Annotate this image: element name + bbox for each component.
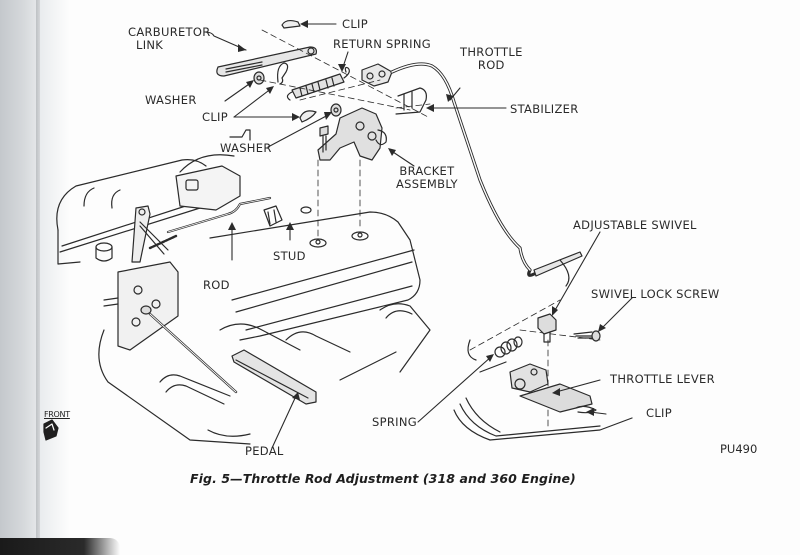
label-spring: SPRING	[372, 415, 417, 429]
page-gutter	[0, 0, 40, 555]
figure-id: PU490	[720, 442, 758, 456]
label-swivel-lock-screw: SWIVEL LOCK SCREW	[591, 287, 720, 301]
clip-mid-part	[299, 110, 317, 123]
label-line: ROD	[477, 58, 505, 72]
label-clip-top: CLIP	[342, 17, 368, 31]
engine-drawing	[56, 154, 431, 445]
label-return-spring: RETURN SPRING	[333, 37, 431, 51]
label-line: ASSEMBLY	[396, 177, 458, 191]
carburetor-link-part	[216, 46, 317, 77]
label-line: BRACKET	[399, 164, 455, 178]
front-arrow-icon	[43, 419, 59, 441]
swivel-lock-screw-part	[573, 330, 601, 342]
washer-upper-part	[253, 71, 265, 85]
label-throttle-lever: THROTTLE LEVER	[610, 372, 715, 386]
stabilizer-part	[395, 87, 427, 115]
front-label: FRONT	[44, 410, 70, 419]
bleed-through-text	[44, 10, 104, 210]
washer-l-bracket	[229, 129, 251, 141]
label-carburetor-link: CARBURETOR LINK	[128, 26, 211, 52]
label-pedal: PEDAL	[245, 444, 284, 458]
label-stud: STUD	[273, 249, 306, 263]
label-rod: ROD	[203, 278, 230, 292]
scan-edge-shadow	[0, 538, 120, 555]
throttle-lever-part	[509, 363, 597, 414]
label-stabilizer: STABILIZER	[510, 102, 579, 116]
label-throttle-rod: THROTTLE ROD	[460, 46, 523, 72]
assembly-guide-lines	[259, 29, 601, 431]
bracket-assembly-part	[317, 107, 387, 161]
rod-end-bracket-part	[361, 63, 393, 87]
label-line: LINK	[136, 38, 164, 52]
washer-lower-part	[330, 103, 342, 117]
spring-part	[467, 259, 570, 361]
figure-caption: Fig. 5—Throttle Rod Adjustment (318 and …	[190, 471, 576, 486]
throttle-rod-part	[390, 62, 583, 277]
label-washer-upper: WASHER	[145, 93, 197, 107]
label-washer-lower: WASHER	[220, 141, 272, 155]
clip-top-part	[281, 19, 301, 29]
label-adjustable-swivel: ADJUSTABLE SWIVEL	[573, 218, 697, 232]
label-line: CARBURETOR	[128, 25, 211, 39]
label-line: THROTTLE	[460, 45, 523, 59]
return-spring-part	[286, 66, 350, 101]
arrowheads	[228, 20, 606, 416]
page-edge-fade	[40, 0, 70, 555]
adjustable-swivel-part	[537, 313, 557, 343]
label-clip-bottom: CLIP	[646, 406, 672, 420]
label-bracket-assembly: BRACKET ASSEMBLY	[396, 165, 458, 191]
leader-lines	[204, 23, 633, 449]
bolt-part	[319, 125, 329, 153]
clip-upper-part	[277, 62, 289, 85]
carburetor-base-outline	[453, 361, 633, 441]
label-clip-mid: CLIP	[202, 110, 228, 124]
